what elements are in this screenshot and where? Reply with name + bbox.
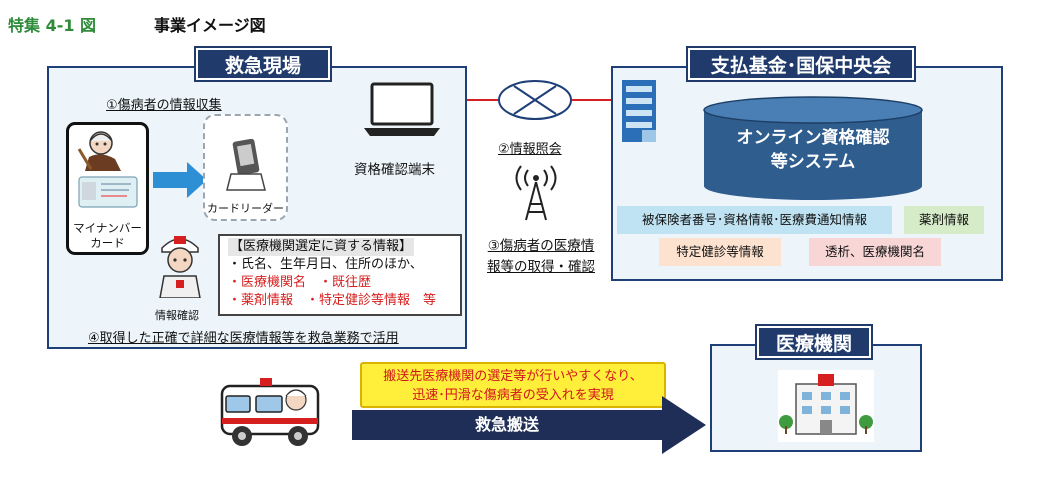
system-line1: オンライン資格確認 (736, 128, 890, 148)
antenna-icon (515, 165, 557, 221)
transport-arrow-label: 救急搬送 (474, 415, 539, 434)
info-box-line3: ・薬剤情報 ・特定健診等情報 等 (228, 293, 437, 308)
right-arrow-icon (153, 162, 207, 198)
laptop-terminal-icon (364, 82, 440, 136)
database-icon (703, 96, 923, 200)
emergency-scene-title: 救急現場 (194, 46, 332, 82)
tag-insured-info: 被保険者番号･資格情報･医療費通知情報 (617, 206, 892, 234)
network-icon (498, 80, 572, 120)
info-box-heading: 【医療機関選定に資する情報】 (228, 238, 415, 256)
step4-label: ④取得した正確で詳細な医療情報等を救急業務で活用 (88, 331, 399, 346)
system-line2: 等システム (770, 152, 856, 172)
banner-line1: 搬送先医療機関の選定等が行いやすくなり、 (383, 369, 643, 384)
fund-panel-title: 支払基金･国保中央会 (686, 46, 916, 82)
ambulance-icon (220, 378, 320, 446)
tag-checkup-info: 特定健診等情報 (659, 238, 781, 266)
step1-label: ①傷病者の情報収集 (106, 98, 222, 113)
building-icon (622, 80, 656, 142)
step3-line1: ③傷病者の医療情 (487, 238, 595, 254)
transport-arrow (352, 396, 706, 454)
transport-banner: 搬送先医療機関の選定等が行いやすくなり、 迅速･円滑な傷病者の受入れを実現 (360, 362, 666, 408)
figure-label: 特集 4-1 図 (8, 16, 97, 35)
info-box-line2: ・医療機関名 ・既往歴 (228, 275, 372, 290)
info-box-line1: ・氏名、生年月日、住所のほか、 (228, 257, 423, 272)
card-label-2: カード (90, 236, 125, 250)
card-reader-icon (226, 138, 266, 191)
elderly-patient-icon (77, 131, 138, 208)
step2-label: ②情報照会 (498, 142, 562, 157)
banner-line2: 迅速･円滑な傷病者の受入れを実現 (412, 388, 614, 403)
step3-line2: 報等の取得・確認 (487, 259, 595, 275)
card-reader-box: カードリーダー (203, 114, 288, 221)
ems-worker-icon (159, 236, 201, 298)
card-reader-label: カードリーダー (207, 202, 284, 215)
card-label-1: マイナンバー (73, 221, 142, 235)
terminal-label: 資格確認端末 (354, 162, 435, 178)
tag-dialysis-info: 透析、医療機関名 (809, 238, 941, 266)
figure-title: 事業イメージ図 (154, 16, 266, 35)
ems-label: 情報確認 (155, 309, 199, 322)
hospital-panel-title: 医療機関 (755, 324, 873, 360)
tag-drug-info: 薬剤情報 (904, 206, 984, 234)
hospital-icon (778, 370, 874, 442)
medical-info-box: 【医療機関選定に資する情報】 ・氏名、生年月日、住所のほか、 ・医療機関名 ・既… (218, 234, 462, 316)
my-number-card-box: マイナンバー カード (66, 122, 149, 255)
